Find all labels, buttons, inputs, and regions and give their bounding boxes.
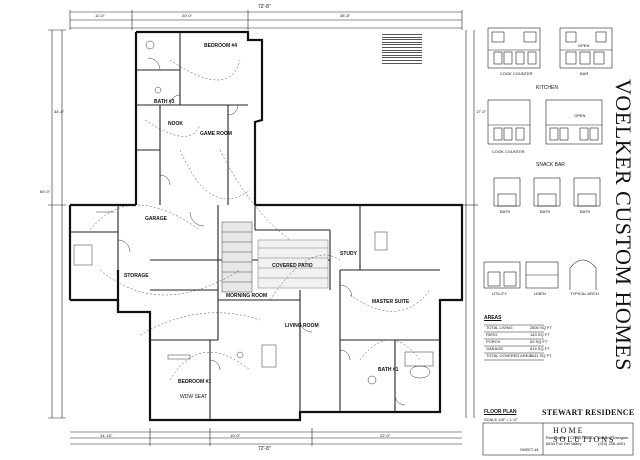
elev-kitchen: KITCHEN <box>536 85 558 91</box>
dim-right-upper: 17'-0" <box>476 109 487 114</box>
area-value: 615 SQ FT <box>530 346 550 351</box>
room-study: STUDY <box>340 251 357 257</box>
designer-line: Ron Horner - CPBD / AIBD - Building Desi… <box>546 435 629 440</box>
room-nook: NOOK <box>168 121 183 127</box>
elev-bath-c: BATH <box>580 209 591 214</box>
phone-line: (210) 256-4001 <box>598 441 626 446</box>
area-label: TOTAL COVERED AREA <box>486 353 532 358</box>
dim-left-total: 60'-0" <box>40 189 51 194</box>
room-master-suite: MASTER SUITE <box>372 299 410 305</box>
room-morning-room: MORNING ROOM <box>226 293 268 299</box>
brand-name: VOELKER CUSTOM HOMES <box>611 79 636 371</box>
room-storage: STORAGE <box>124 273 149 279</box>
address-line: 6634 Fox Del Valley <box>546 441 582 446</box>
dim-top-total: 72'-8" <box>258 4 271 10</box>
room-covered-patio: COVERED PATIO <box>272 263 313 269</box>
room-window-seat: WDW SEAT <box>180 394 208 400</box>
elev-typical-arch: TYPICAL ARCH <box>570 291 599 296</box>
area-value: 2800 SQ FT <box>530 325 552 330</box>
elev-cook-counter-2: COOK COUNTER <box>492 149 525 154</box>
room-game-room: GAME ROOM <box>200 131 232 137</box>
elev-bath-a: BATH <box>500 209 511 214</box>
dim-bottom-c: 22'-0" <box>380 433 391 438</box>
room-bath-3: BATH #3 <box>154 99 175 105</box>
elev-bath-b: BATH <box>540 209 551 214</box>
room-bedroom-4: BEDROOM #4 <box>204 43 238 49</box>
floor-plan-label: FLOOR PLAN <box>484 409 517 415</box>
elev-bar: BAR <box>580 71 589 76</box>
elev-open-1: OPEN <box>578 43 590 48</box>
room-bedroom-1: BEDROOM #1 <box>178 379 212 385</box>
room-master-bath: BATH #1 <box>378 367 399 373</box>
area-value: 143 SQ FT <box>530 332 550 337</box>
dim-bottom-total: 72'-8" <box>258 446 271 452</box>
areas-heading: AREAS <box>484 315 502 321</box>
dim-left-upper: 34'-8" <box>54 109 65 114</box>
project-title: STEWART RESIDENCE <box>542 408 635 417</box>
elev-linen: LINEN <box>534 291 546 296</box>
room-living-room: LIVING ROOM <box>285 323 319 329</box>
area-value: 3611 SQ FT <box>530 353 552 358</box>
brand-vertical: VOELKER CUSTOM HOMES <box>603 79 640 371</box>
elev-open-2: OPEN <box>574 113 586 118</box>
sheet-number: SHEET #1 <box>520 447 539 452</box>
area-value: 53 SQ FT <box>530 339 548 344</box>
elev-utility: UTILITY <box>492 291 507 296</box>
elev-snack-bar: SNACK BAR <box>536 162 565 168</box>
area-label: GARAGE <box>486 346 504 351</box>
elev-cook-counter: COOK COUNTER <box>500 71 533 76</box>
dim-bottom-b: 10'-0" <box>230 433 241 438</box>
room-garage: GARAGE <box>145 216 167 222</box>
general-notes <box>382 34 422 68</box>
dim-top-right: 38'-8" <box>340 13 351 18</box>
dim-top-mid: 20'-0" <box>182 13 193 18</box>
area-label: TOTAL LIVING <box>486 325 513 330</box>
area-label: PORCH <box>486 339 501 344</box>
plan-scale: SCALE 1/8" = 1'-0" <box>484 417 518 422</box>
dim-bottom-a: 14'-10" <box>100 433 113 438</box>
dim-top-left: 11'-0" <box>95 13 105 18</box>
company-name: HOME SOLUTIONS <box>553 426 616 444</box>
area-label: PATIO <box>486 332 498 337</box>
